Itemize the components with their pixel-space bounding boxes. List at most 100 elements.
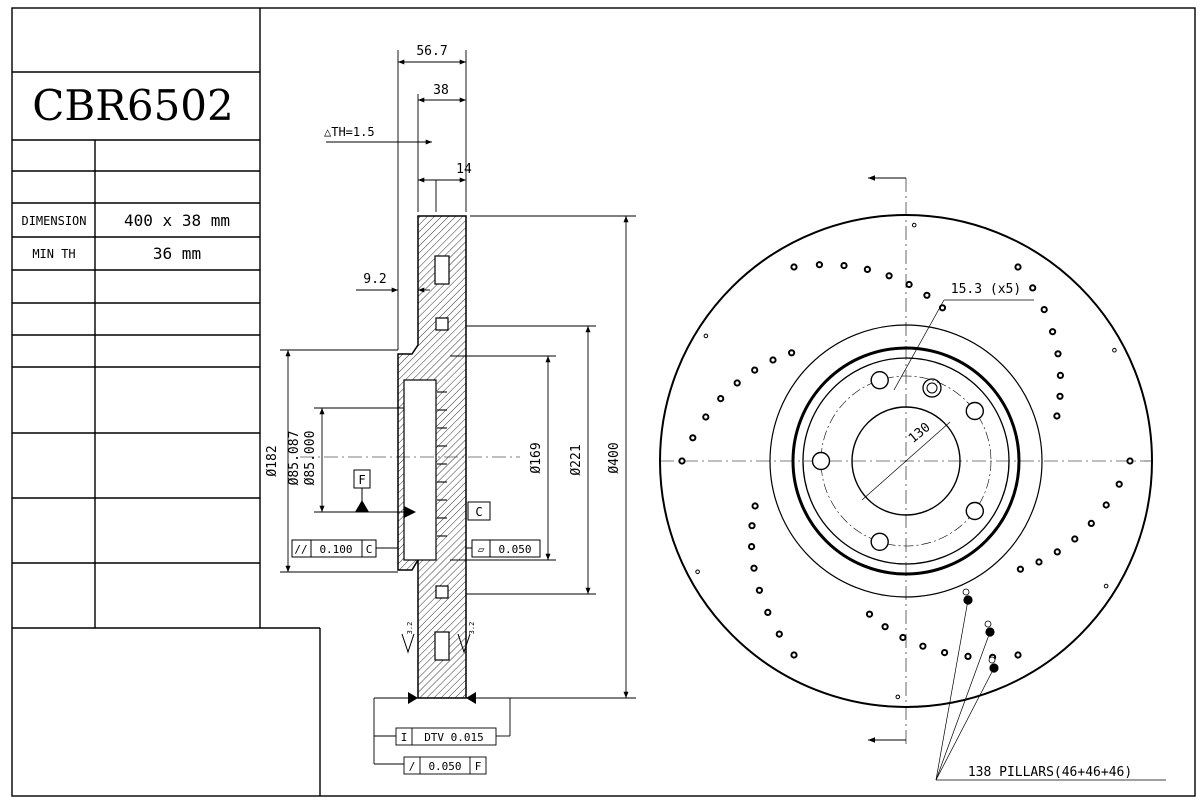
drill-hole bbox=[775, 630, 783, 638]
drill-hole bbox=[1126, 457, 1134, 465]
dia-400: Ø400 bbox=[607, 442, 622, 473]
dim-thickness: 38 bbox=[433, 83, 449, 98]
parallelism-symbol: // bbox=[294, 543, 307, 556]
drill-hole bbox=[881, 623, 889, 631]
drill-hole bbox=[938, 304, 947, 312]
drill-hole bbox=[790, 263, 798, 271]
dia-bore-min: Ø85.000 bbox=[303, 431, 318, 486]
pillar-outline bbox=[984, 620, 992, 628]
drill-hole bbox=[964, 652, 972, 661]
drill-hole bbox=[788, 349, 796, 357]
drill-hole bbox=[899, 633, 907, 642]
drill-hole bbox=[755, 586, 764, 594]
drill-hole bbox=[750, 564, 758, 572]
flatness-value: 0.050 bbox=[498, 543, 531, 556]
pillar-mark bbox=[989, 663, 999, 673]
vent-hole bbox=[1112, 347, 1117, 353]
row-value-min-th: 36 mm bbox=[153, 244, 201, 263]
drill-hole bbox=[1115, 480, 1123, 488]
drill-hole bbox=[923, 291, 931, 299]
drill-hole bbox=[1049, 328, 1057, 336]
drill-hole bbox=[1087, 519, 1095, 528]
drill-hole bbox=[1029, 284, 1037, 292]
vent-hole bbox=[895, 694, 901, 700]
dtv-symbol: I bbox=[401, 731, 408, 744]
bolt-hole bbox=[965, 501, 984, 521]
pillar-outline bbox=[962, 588, 970, 596]
pillar-outline bbox=[988, 656, 996, 664]
vent-hole bbox=[911, 222, 917, 228]
drill-hole bbox=[1056, 392, 1064, 400]
drill-hole bbox=[751, 502, 759, 510]
runout-datum: F bbox=[475, 760, 482, 773]
drill-hole bbox=[1053, 412, 1061, 420]
drill-hole bbox=[941, 649, 949, 657]
drill-hole bbox=[751, 366, 759, 374]
drill-hole bbox=[885, 272, 893, 280]
drill-hole bbox=[1014, 651, 1022, 659]
parallelism-datum: C bbox=[366, 543, 373, 556]
drill-hole bbox=[1102, 501, 1110, 509]
pcd-label: 130 bbox=[906, 420, 934, 447]
drill-hole bbox=[748, 543, 756, 551]
drill-hole bbox=[1056, 371, 1065, 379]
row-value-dimension: 400 x 38 mm bbox=[124, 211, 230, 230]
pillar-marks bbox=[962, 588, 999, 673]
drill-hole bbox=[764, 608, 772, 617]
dim-total-width: 56.7 bbox=[416, 44, 447, 59]
drill-hole bbox=[790, 651, 798, 659]
dia-169: Ø169 bbox=[529, 442, 544, 473]
drill-hole bbox=[840, 262, 848, 270]
datum-c: C bbox=[475, 505, 482, 519]
dim-offset: 9.2 bbox=[363, 272, 386, 287]
drill-holes bbox=[678, 222, 1134, 700]
title-block bbox=[11, 7, 1196, 797]
vent-hole bbox=[703, 333, 709, 339]
drill-hole bbox=[1053, 548, 1061, 556]
drill-hole bbox=[689, 434, 697, 442]
front-view bbox=[659, 175, 1166, 781]
drill-hole bbox=[815, 261, 824, 269]
hole-note: 15.3 (x5) bbox=[951, 282, 1021, 297]
row-label-dimension: DIMENSION bbox=[21, 214, 86, 228]
parallelism-value: 0.100 bbox=[319, 543, 352, 556]
drill-hole bbox=[748, 522, 756, 530]
drill-hole bbox=[905, 280, 913, 289]
bolt-hole bbox=[811, 451, 831, 471]
drill-hole bbox=[678, 457, 686, 465]
bolt-hole bbox=[870, 371, 889, 390]
vent-hole bbox=[695, 569, 700, 575]
bolt-hole bbox=[965, 401, 984, 421]
drill-hole bbox=[1014, 263, 1022, 271]
drill-hole bbox=[1016, 565, 1025, 573]
pillars-note: 138 PILLARS(46+46+46) bbox=[968, 765, 1132, 780]
drill-hole bbox=[865, 610, 874, 618]
drill-hole bbox=[702, 413, 710, 421]
drill-hole bbox=[1040, 306, 1048, 314]
part-number: CBR6502 bbox=[32, 81, 234, 130]
dim-th: △TH=1.5 bbox=[324, 125, 375, 139]
dtv-text: DTV 0.015 bbox=[424, 731, 484, 744]
vent-hole bbox=[1103, 583, 1109, 589]
section-view bbox=[280, 50, 636, 775]
surface-mark-right: 3.2 bbox=[468, 622, 476, 635]
pillar-mark bbox=[963, 595, 973, 605]
drill-hole bbox=[1035, 558, 1043, 566]
drill-hole bbox=[1054, 350, 1062, 358]
drill-hole bbox=[733, 379, 741, 387]
dia-182: Ø182 bbox=[265, 445, 280, 476]
dia-bore-max: Ø85.087 bbox=[287, 431, 302, 486]
bolt-holes bbox=[811, 371, 984, 551]
row-label-min-th: MIN TH bbox=[32, 247, 75, 261]
bolt-hole bbox=[870, 532, 889, 551]
pillar-mark bbox=[985, 627, 995, 637]
drill-hole bbox=[863, 265, 872, 273]
dim-pillar: 14 bbox=[456, 162, 472, 177]
runout-symbol: / bbox=[409, 760, 416, 773]
drill-hole bbox=[919, 642, 927, 650]
surface-mark-left: 3.2 bbox=[406, 622, 414, 635]
drill-hole bbox=[717, 395, 725, 403]
dia-221: Ø221 bbox=[569, 444, 584, 475]
locating-hole bbox=[922, 378, 942, 398]
